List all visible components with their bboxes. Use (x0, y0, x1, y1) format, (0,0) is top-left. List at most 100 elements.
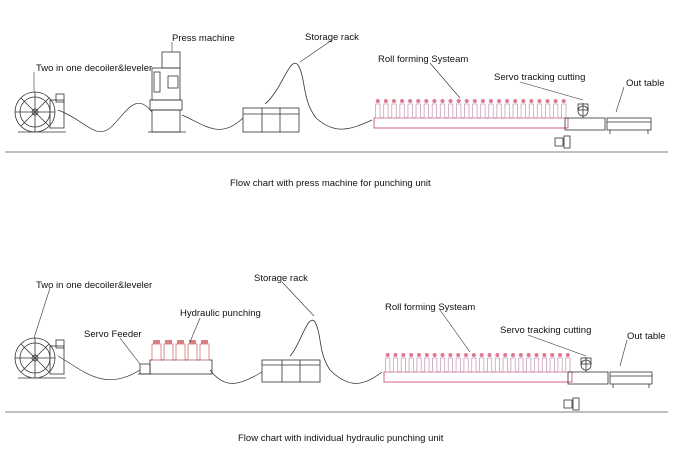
material-flow-line-2c (329, 369, 383, 384)
material-flow-line-2b (209, 369, 263, 384)
label-roll-forming-2: Roll forming Systeam (385, 302, 475, 313)
hydraulic-cylinder (165, 340, 172, 344)
hydraulic-cylinder (189, 340, 196, 344)
roll-top (529, 99, 534, 103)
callout-rollforming-2 (439, 309, 471, 353)
roll-forming-base (373, 117, 569, 129)
roll-forming-system-1 (373, 99, 569, 129)
roll-stand (439, 103, 446, 119)
roll-top (408, 99, 413, 103)
hydraulic-unit (199, 343, 210, 361)
roll-stand (416, 357, 422, 373)
roll-top (558, 353, 563, 357)
roll-top (375, 99, 380, 103)
roll-top (424, 353, 429, 357)
roll-stand (464, 103, 470, 119)
roll-top (479, 353, 484, 357)
roll-top (503, 353, 508, 357)
press-machine-1 (148, 51, 186, 133)
roll-top (440, 99, 445, 103)
callout-storage-1 (299, 39, 333, 63)
roll-stand (439, 357, 446, 373)
roll-stand (502, 357, 508, 373)
roll-stand (526, 357, 532, 373)
out-table-2 (609, 371, 653, 388)
roll-top (505, 99, 510, 103)
roll-stand (407, 103, 413, 119)
hydraulic-cylinder (153, 340, 160, 344)
roll-stand (565, 357, 571, 373)
roll-stand (415, 103, 421, 119)
label-press-1: Press machine (172, 33, 235, 44)
roll-stand (455, 357, 461, 373)
roll-top (521, 99, 526, 103)
roll-top (550, 353, 555, 357)
roll-top (495, 353, 500, 357)
label-servo-feeder-2: Servo Feeder (84, 329, 142, 340)
roll-top (561, 99, 566, 103)
caption-1: Flow chart with press machine for punchi… (230, 178, 431, 189)
roll-stand (553, 103, 559, 119)
label-roll-forming-1: Roll forming Systeam (378, 54, 468, 65)
callout-cutting-1 (519, 81, 584, 101)
roll-stand (534, 357, 540, 373)
callout-storage-2 (281, 281, 315, 317)
callout-decoiler-2 (33, 287, 51, 339)
roll-top (472, 99, 477, 103)
callout-cutting-2 (527, 334, 587, 357)
roll-top (471, 353, 476, 357)
roll-stand (392, 357, 399, 373)
roll-top (464, 353, 469, 357)
roll-top (526, 353, 531, 357)
storage-rack-2 (261, 319, 331, 383)
roll-stand (496, 103, 502, 119)
label-out-table-2: Out table (627, 331, 666, 342)
roll-top (456, 99, 461, 103)
callout-rollforming-1 (429, 62, 461, 99)
material-flow-line-1b (181, 114, 244, 130)
roll-stand (528, 103, 535, 119)
hydraulic-base (149, 359, 213, 375)
hydraulic-cylinder (177, 340, 184, 344)
roll-top (393, 353, 398, 357)
label-servo-cutting-1: Servo tracking cutting (494, 72, 585, 83)
roll-top (487, 353, 492, 357)
roll-top (417, 353, 422, 357)
roll-top (534, 353, 539, 357)
roll-top (424, 99, 429, 103)
servo-tracking-cutting-1 (554, 103, 606, 149)
roll-forming-base (383, 371, 573, 383)
roll-stand (494, 357, 500, 373)
roll-top (432, 99, 437, 103)
roll-top (440, 353, 445, 357)
roll-stand (447, 357, 453, 373)
roll-stand (544, 103, 551, 119)
label-out-table-1: Out table (626, 78, 665, 89)
diagram-hydraulic-punching: Two in one decoiler&leveler Servo Feeder… (5, 273, 668, 444)
roll-stand (385, 357, 391, 373)
label-decoiler-2: Two in one decoiler&leveler (36, 280, 152, 291)
label-storage-1: Storage rack (305, 32, 359, 43)
roll-stand (512, 103, 518, 119)
hydraulic-unit (151, 343, 162, 361)
hydraulic-unit (163, 343, 174, 361)
roll-stand (557, 357, 563, 373)
hydraulic-unit (175, 343, 186, 361)
label-decoiler-1: Two in one decoiler&leveler (36, 63, 152, 74)
label-storage-2: Storage rack (254, 273, 308, 284)
roll-stand (480, 103, 486, 119)
roll-stand (549, 357, 555, 373)
decoiler-leveler-2 (14, 337, 66, 379)
servo-tracking-cutting-2 (563, 357, 609, 411)
roll-stand (391, 103, 397, 119)
roll-stand (518, 357, 524, 373)
roll-stand (510, 357, 516, 373)
roll-stand (479, 357, 485, 373)
roll-top (511, 353, 516, 357)
roll-stand (408, 357, 414, 373)
roll-stand (383, 103, 389, 119)
roll-stand (471, 357, 477, 373)
caption-2: Flow chart with individual hydraulic pun… (238, 433, 444, 444)
material-flow-line-1 (57, 103, 153, 133)
